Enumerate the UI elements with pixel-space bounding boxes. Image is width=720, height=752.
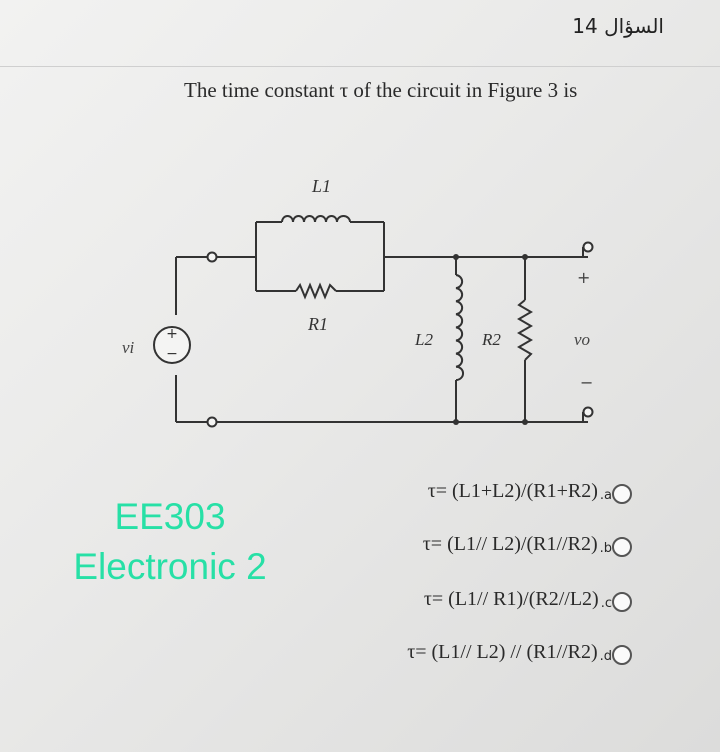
- output-plus-sign: +: [577, 268, 590, 287]
- option-c[interactable]: τ= (L1// R1)/(R2//L2) .c: [424, 581, 612, 617]
- label-r1: R1: [307, 314, 328, 334]
- junction-dot: [453, 419, 459, 425]
- option-a-letter: .a: [599, 487, 612, 503]
- option-b-formula: τ= (L1// L2)/(R1//R2): [422, 532, 598, 555]
- junction-dot: [453, 254, 459, 260]
- source-minus-sign: −: [166, 346, 178, 362]
- option-d[interactable]: τ= (L1// L2) // (R1//R2) .d: [407, 634, 612, 670]
- inductor-l2: [455, 274, 464, 381]
- source-plus-sign: +: [166, 326, 178, 342]
- question-number: السؤال 14: [572, 14, 664, 38]
- resistor-r1: [295, 282, 337, 300]
- inductor-l1: [281, 215, 351, 223]
- option-c-radio[interactable]: [612, 592, 632, 612]
- option-a[interactable]: τ= (L1+L2)/(R1+R2) .a: [428, 473, 612, 509]
- input-terminal-bottom: [206, 416, 218, 428]
- option-d-formula: τ= (L1// L2) // (R1//R2): [407, 640, 598, 663]
- label-l1: L1: [311, 176, 331, 196]
- label-l2: L2: [414, 330, 433, 349]
- input-terminal-top: [206, 251, 218, 263]
- option-c-letter: .c: [600, 595, 612, 611]
- output-terminal-top: [582, 241, 594, 253]
- option-b-radio[interactable]: [612, 537, 632, 557]
- option-b-letter: .b: [599, 540, 612, 556]
- label-vo: vo: [574, 330, 590, 349]
- output-terminal-bottom: [582, 406, 594, 418]
- voltage-source-icon: [153, 326, 191, 364]
- resistor-r2: [517, 299, 533, 361]
- option-d-radio[interactable]: [612, 645, 632, 665]
- output-minus-sign: −: [580, 373, 593, 392]
- junction-dot: [522, 419, 528, 425]
- option-b[interactable]: τ= (L1// L2)/(R1//R2) .b: [423, 526, 612, 562]
- option-a-radio[interactable]: [612, 484, 632, 504]
- question-text: The time constant τ of the circuit in Fi…: [184, 78, 578, 102]
- option-d-letter: .d: [599, 648, 612, 664]
- label-r2: R2: [481, 330, 501, 349]
- watermark-course-name: Electronic 2: [73, 546, 267, 587]
- label-vi: vi: [122, 338, 135, 357]
- watermark-course-code: EE303: [114, 496, 226, 537]
- junction-dot: [522, 254, 528, 260]
- question-header: السؤال 14: [0, 0, 720, 67]
- option-c-formula: τ= (L1// R1)/(R2//L2): [423, 587, 599, 610]
- option-a-formula: τ= (L1+L2)/(R1+R2): [427, 479, 598, 502]
